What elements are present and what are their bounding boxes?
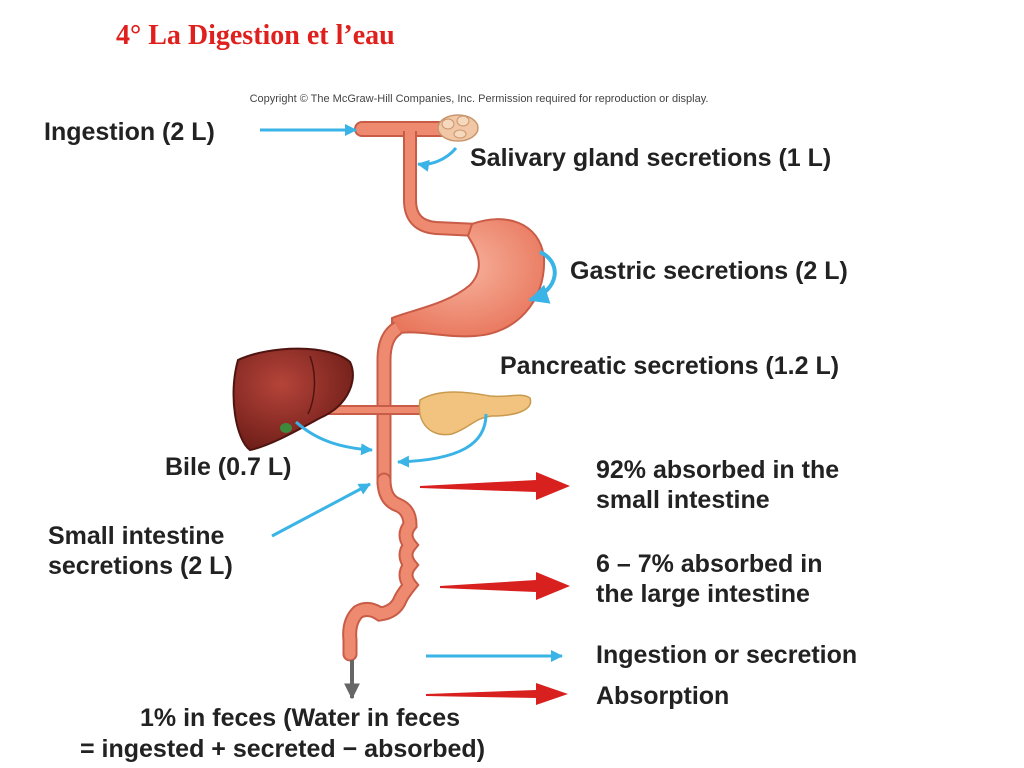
label-bile: Bile (0.7 L) — [165, 453, 292, 481]
label-feces-2: = ingested + secreted − absorbed) — [80, 735, 486, 763]
absorption-arrow-small-intestine — [420, 472, 570, 500]
label-ingestion: Ingestion (2 L) — [44, 118, 215, 146]
legend-absorption-arrow — [426, 683, 568, 705]
liver — [232, 347, 354, 452]
label-gastric-secretions: Gastric secretions (2 L) — [570, 257, 848, 285]
label-small-intestine-secretions-2: secretions (2 L) — [48, 552, 233, 580]
slide-title: 4° La Digestion et l’eau — [116, 20, 395, 51]
salivary-gland — [437, 114, 479, 142]
label-absorbed-large-2: the large intestine — [596, 580, 810, 608]
salivary-arrow — [417, 147, 458, 172]
legend-absorption: Absorption — [596, 682, 730, 710]
legend-ingestion-or-secretion: Ingestion or secretion — [596, 641, 858, 669]
pancreatic-arrow — [397, 413, 488, 468]
gastric-arrow — [528, 250, 557, 304]
absorption-arrow-large-intestine — [440, 572, 570, 600]
label-absorbed-small-2: small intestine — [596, 486, 770, 514]
small-intestine-secretion-arrow — [271, 482, 371, 538]
pancreas — [418, 391, 532, 436]
label-absorbed-large-1: 6 – 7% absorbed in — [596, 550, 823, 578]
stomach — [391, 218, 546, 338]
label-absorbed-small-1: 92% absorbed in the — [596, 456, 840, 484]
bile-arrow — [294, 420, 373, 456]
copyright-notice: Copyright © The McGraw-Hill Companies, I… — [249, 93, 709, 105]
label-salivary-secretions: Salivary gland secretions (1 L) — [470, 144, 832, 172]
label-feces-1: 1% in feces (Water in feces — [140, 704, 461, 732]
label-small-intestine-secretions-1: Small intestine — [48, 522, 225, 550]
esophagus — [403, 131, 479, 237]
label-pancreatic-secretions: Pancreatic secretions (1.2 L) — [500, 352, 840, 380]
